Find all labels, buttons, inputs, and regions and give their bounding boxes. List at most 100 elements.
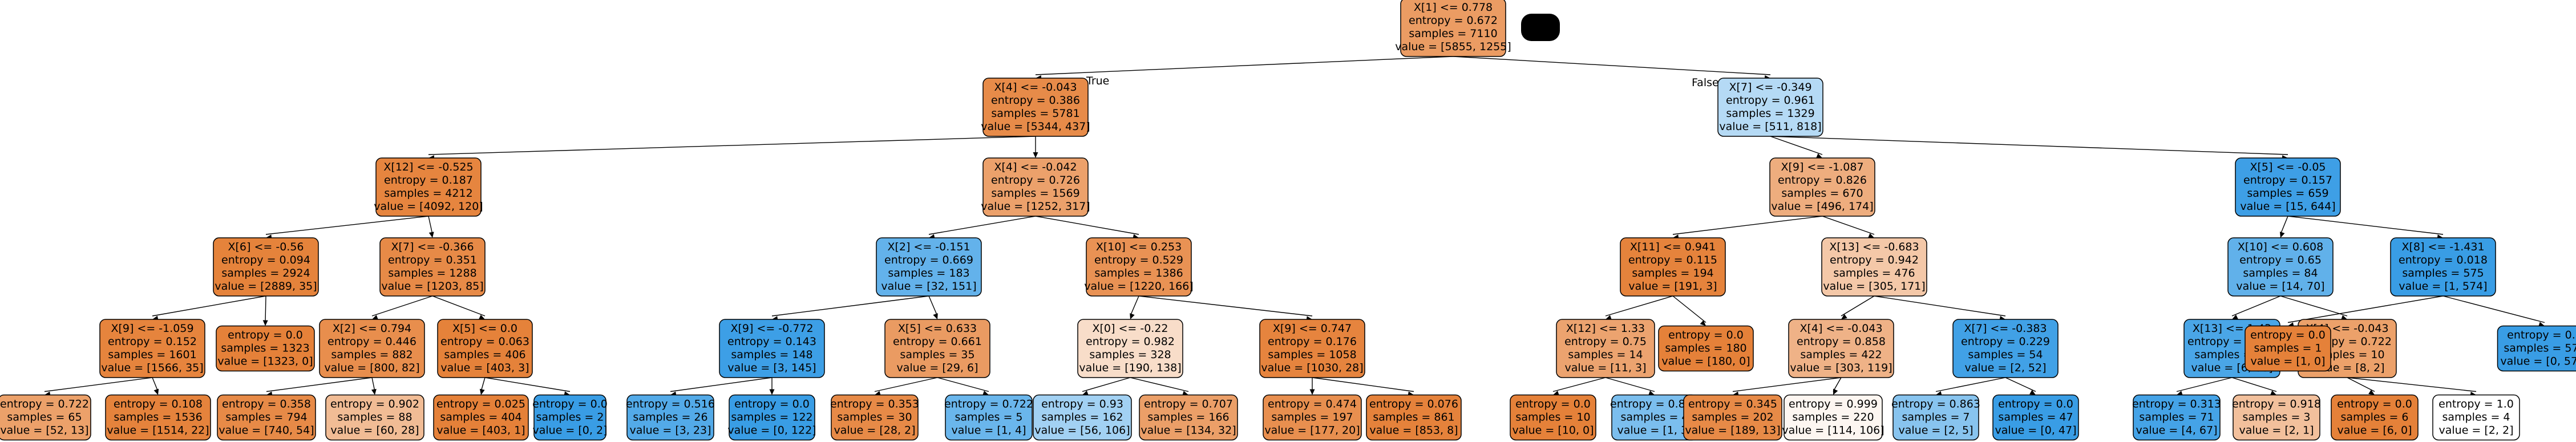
node-line: samples = 7 (1902, 411, 1970, 424)
node-line: entropy = 0.672 (1409, 14, 1498, 27)
node-box (1769, 157, 1875, 217)
node-line: entropy = 0.65 (2239, 254, 2322, 266)
node-box (1658, 325, 1754, 372)
node-box (719, 319, 825, 378)
node-line: entropy = 0.446 (327, 335, 416, 348)
node-box (1784, 394, 1883, 441)
node-line: value = [0, 47] (1995, 424, 2076, 437)
node-box (1086, 237, 1192, 297)
node-box (1139, 394, 1238, 441)
edge-label-true: True (1086, 75, 1109, 87)
node-line: value = [2, 2] (2439, 424, 2514, 437)
node-line: entropy = 0.661 (893, 335, 982, 348)
node-line: value = [303, 119] (1790, 362, 1892, 374)
node-box (105, 394, 211, 441)
node-line: X[8] <= -1.431 (2401, 241, 2484, 253)
edge-arrowhead (479, 388, 485, 395)
node-box (2331, 394, 2419, 441)
tree-edge (2280, 295, 2348, 317)
node-line: value = [4, 67] (2136, 424, 2217, 437)
node-box (1259, 319, 1365, 378)
node-line: samples = 4 (2442, 411, 2510, 424)
tree-edge (152, 295, 266, 317)
node-line: value = [496, 174] (1771, 200, 1873, 213)
tree-edge (2442, 295, 2545, 323)
node-line: entropy = 0.0 (2337, 398, 2412, 411)
node-box (533, 394, 606, 441)
node-box (1788, 319, 1894, 378)
node-box (217, 394, 316, 441)
node-line: samples = 861 (1373, 411, 1454, 424)
node-line: samples = 65 (7, 411, 82, 424)
tree-edge (2005, 377, 2036, 392)
node-box (2233, 394, 2320, 441)
node-line: samples = 7110 (1409, 27, 1497, 40)
edge-arrowhead (1868, 233, 1874, 238)
node-line: value = [190, 138] (1079, 362, 1181, 374)
edge-arrowhead (2177, 391, 2183, 396)
node-line: entropy = 0.345 (1688, 398, 1777, 411)
tree-edge (432, 295, 486, 317)
node-line: entropy = 0.176 (1268, 335, 1357, 348)
tree-edge (937, 377, 989, 392)
edge-arrowhead (371, 388, 377, 395)
tree-edge (1770, 136, 1823, 155)
node-line: entropy = 0.726 (991, 174, 1080, 186)
node-box (831, 394, 919, 441)
node-line: value = [5344, 437] (981, 120, 1090, 133)
node-line: value = [1514, 22] (107, 424, 209, 437)
node-box (99, 319, 205, 378)
node-line: entropy = 0.722 (0, 398, 89, 411)
node-line: value = [177, 20] (1264, 424, 1360, 437)
tree-edge (2347, 377, 2477, 392)
node-line: entropy = 0.0 (2507, 329, 2576, 342)
node-box (945, 394, 1033, 441)
edge-arrowhead (1833, 388, 1838, 395)
edge-arrowhead (1606, 315, 1612, 320)
node-line: value = [5855, 1255] (1395, 40, 1511, 53)
node-line: entropy = 0.351 (388, 254, 477, 266)
tree-edge (2231, 295, 2281, 317)
node-line: entropy = 0.152 (108, 335, 197, 348)
tree-edge (771, 295, 929, 317)
tree-edge (2287, 295, 2444, 323)
node-line: entropy = 0.961 (1726, 94, 1815, 107)
tree-edge (484, 377, 571, 392)
tree-edge (371, 295, 433, 317)
edge-arrowhead (479, 314, 485, 320)
node-line: samples = 54 (1968, 348, 2043, 361)
node-line: entropy = 0.707 (1144, 398, 1233, 411)
node-line: value = [403, 1] (436, 424, 525, 437)
node-line: value = [2, 5] (1899, 424, 1974, 437)
edge-arrowhead (1130, 313, 1135, 319)
node-line: value = [28, 2] (834, 424, 915, 437)
node-line: entropy = 0.386 (991, 94, 1080, 107)
node-line: samples = 1536 (114, 411, 202, 424)
node-line: X[12] <= 1.33 (1566, 322, 1645, 335)
node-line: entropy = 0.999 (1789, 398, 1878, 411)
edge-arrowhead (1309, 389, 1315, 395)
node-line: samples = 422 (1800, 348, 1882, 361)
node-line: samples = 162 (1041, 411, 1123, 424)
node-line: X[10] <= 0.608 (2238, 241, 2323, 253)
node-line: X[9] <= -1.059 (111, 322, 193, 335)
tree-edge (670, 377, 773, 392)
node-box (982, 157, 1089, 217)
node-line: entropy = 0.811 (1610, 398, 1699, 411)
edge-arrowhead (1841, 314, 1847, 319)
node-line: entropy = 1.0 (2438, 398, 2514, 411)
tree-edge (428, 136, 1036, 155)
